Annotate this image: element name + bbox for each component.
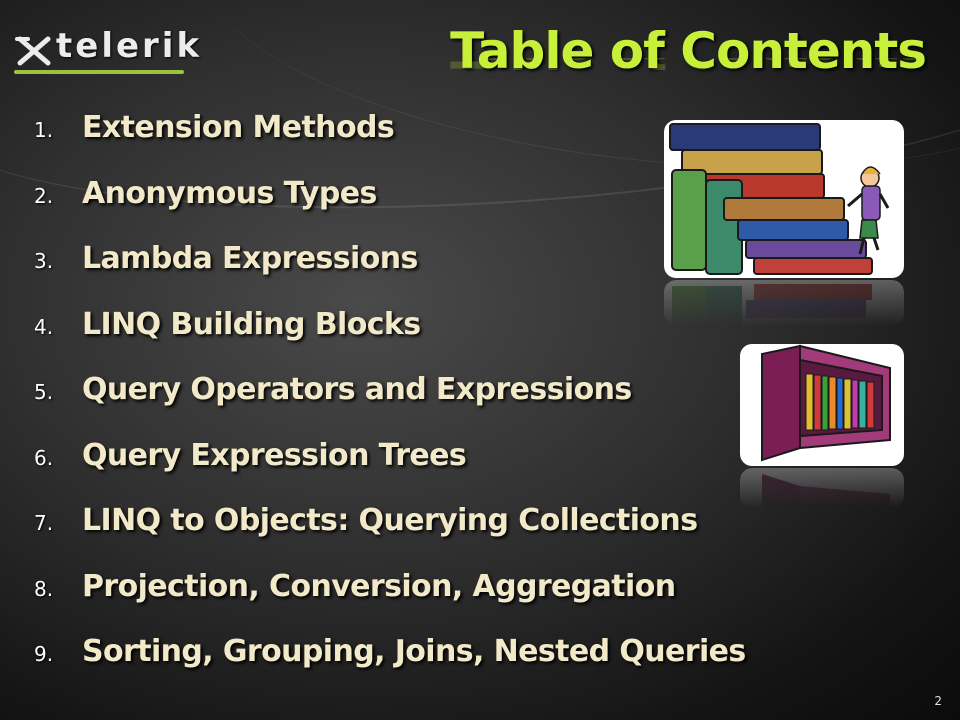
logo-text: telerik <box>56 26 203 66</box>
logo-underline <box>14 70 184 74</box>
books-staircase-clipart <box>664 120 904 278</box>
item-label: LINQ Building Blocks <box>82 306 421 342</box>
item-label: Query Operators and Expressions <box>82 372 632 407</box>
item-label: Query Expression Trees <box>82 437 467 473</box>
item-label: Extension Methods <box>82 110 395 145</box>
list-item: 7. LINQ to Objects: Querying Collections <box>34 503 746 569</box>
telerik-logo: telerik <box>14 26 202 72</box>
item-number: 6. <box>34 445 54 470</box>
page-number: 2 <box>934 694 942 708</box>
list-item: 5. Query Operators and Expressions <box>34 372 746 438</box>
list-item: 3. Lambda Expressions <box>34 241 746 307</box>
item-number: 9. <box>34 642 54 666</box>
bookshelf-clipart <box>740 344 904 466</box>
item-number: 1. <box>34 118 54 142</box>
list-item: 8. Projection, Conversion, Aggregation <box>34 569 746 635</box>
item-label: Anonymous Types <box>82 175 377 211</box>
item-number: 3. <box>34 249 54 273</box>
item-number: 5. <box>34 380 54 404</box>
bookshelf-clipart-reflection <box>740 468 904 508</box>
bookshelf-illustration <box>761 344 891 462</box>
list-item: 4. LINQ Building Blocks <box>34 307 746 373</box>
item-number: 4. <box>34 314 54 339</box>
list-item: 2. Anonymous Types <box>34 176 746 242</box>
item-label: LINQ to Objects: Querying Collections <box>82 503 698 538</box>
item-label: Lambda Expressions <box>82 241 418 276</box>
slide-title: Table of Contents <box>450 22 927 80</box>
list-item: 6. Query Expression Trees <box>34 438 746 504</box>
item-number: 2. <box>34 183 54 208</box>
table-of-contents-list: 1. Extension Methods 2. Anonymous Types 3.… <box>34 110 746 700</box>
slide-title-reflection: Table of Contents <box>450 58 926 78</box>
list-item: 1. Extension Methods <box>34 110 746 176</box>
item-number: 7. <box>34 511 54 535</box>
item-label: Projection, Conversion, Aggregation <box>82 568 676 604</box>
books-clipart-reflection <box>664 280 904 326</box>
item-label: Sorting, Grouping, Joins, Nested Queries <box>82 634 746 669</box>
list-item: 9. Sorting, Grouping, Joins, Nested Queri… <box>34 634 746 700</box>
telerik-x-icon <box>15 36 51 66</box>
books-illustration <box>669 123 890 275</box>
item-number: 8. <box>34 576 54 601</box>
